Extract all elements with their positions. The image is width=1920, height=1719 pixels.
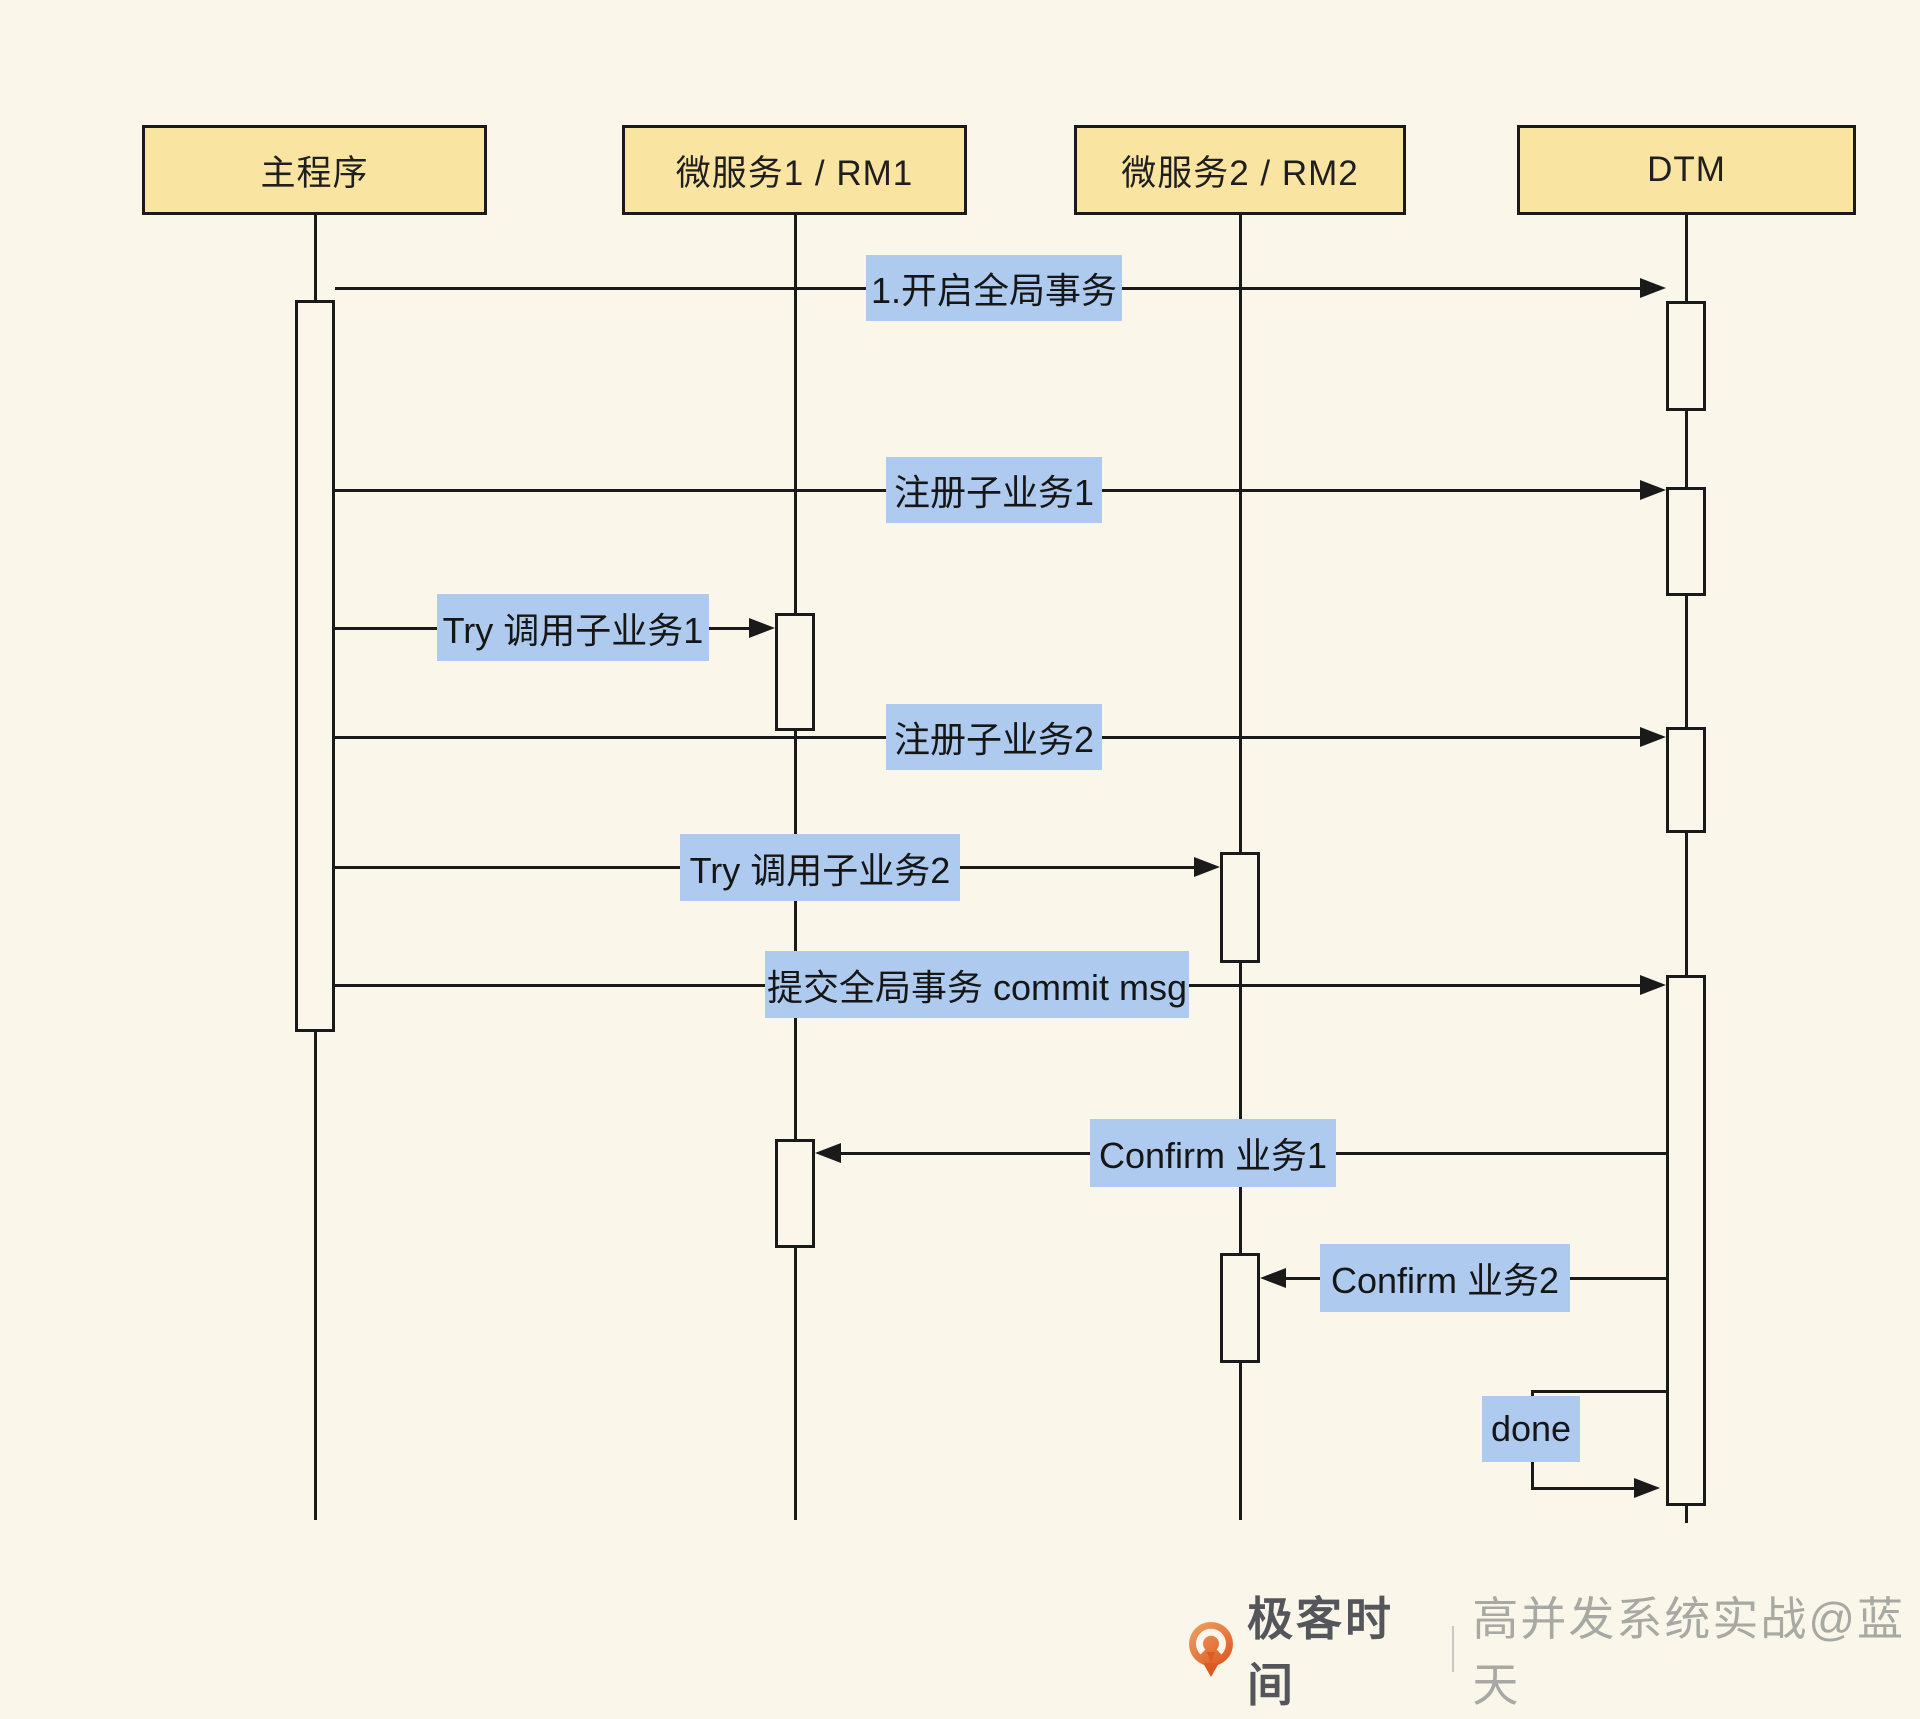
lifeline-dtm [1685, 215, 1688, 1523]
footer-brand: 极客时间 [1247, 1593, 1394, 1711]
activation-microservice2-confirm [1220, 1253, 1260, 1363]
participant-microservice2-label: 微服务2 / RM2 [1121, 153, 1359, 193]
participant-microservice2: 微服务2 / RM2 [1074, 125, 1406, 215]
message-3-label: Try 调用子业务1 [437, 594, 709, 661]
activation-microservice1-confirm [775, 1139, 815, 1248]
participant-main-program-label: 主程序 [260, 153, 369, 193]
message-1-arrowhead-icon [1640, 278, 1666, 298]
message-7-text: Confirm 业务1 [1098, 1135, 1328, 1176]
activation-dtm-3 [1666, 727, 1706, 833]
participant-dtm-label: DTM [1647, 150, 1726, 189]
activation-microservice1-try [775, 613, 815, 731]
message-3-arrowhead-icon [749, 618, 775, 638]
done-loop-arrowhead-icon [1634, 1478, 1660, 1498]
activation-microservice2-try [1220, 852, 1260, 963]
message-8-text: Confirm 业务2 [1330, 1260, 1560, 1301]
done-loop-top-line [1531, 1390, 1666, 1393]
message-2-arrowhead-icon [1640, 480, 1666, 500]
message-4-arrowhead-icon [1640, 727, 1666, 747]
participant-microservice1-label: 微服务1 / RM1 [675, 153, 914, 193]
message-6-text: 提交全局事务 commit msg [766, 966, 1187, 1008]
message-8-arrowhead-icon [1260, 1268, 1286, 1288]
activation-dtm-commit [1666, 975, 1706, 1506]
done-loop-bottom-line [1531, 1487, 1634, 1490]
message-8-label: Confirm 业务2 [1320, 1244, 1570, 1312]
message-5-text: Try 调用子业务2 [689, 849, 951, 891]
participant-dtm: DTM [1517, 125, 1856, 215]
activation-dtm-2 [1666, 487, 1706, 596]
message-9-label: done [1482, 1396, 1580, 1462]
message-6-label: 提交全局事务 commit msg [765, 951, 1189, 1018]
footer-divider [1451, 1626, 1455, 1672]
message-2-text: 注册子业务1 [893, 472, 1095, 513]
participant-microservice1: 微服务1 / RM1 [622, 125, 967, 215]
message-2-label: 注册子业务1 [886, 457, 1102, 523]
message-9-text: done [1490, 1408, 1572, 1449]
message-1-label: 1.开启全局事务 [866, 255, 1122, 321]
activation-dtm-1 [1666, 301, 1706, 411]
message-5-label: Try 调用子业务2 [680, 834, 960, 901]
activation-main-program [295, 300, 335, 1032]
message-3-text: Try 调用子业务1 [442, 609, 704, 651]
message-4-label: 注册子业务2 [886, 704, 1102, 770]
participant-main-program: 主程序 [142, 125, 487, 215]
message-7-arrowhead-icon [815, 1143, 841, 1163]
geek-time-logo-icon [1185, 1619, 1237, 1679]
message-7-label: Confirm 业务1 [1090, 1119, 1336, 1187]
message-1-text: 1.开启全局事务 [870, 270, 1118, 311]
message-4-text: 注册子业务2 [893, 719, 1095, 760]
footer-credit: 高并发系统实战@蓝天 [1472, 1593, 1906, 1711]
message-5-arrowhead-icon [1194, 857, 1220, 877]
message-6-arrowhead-icon [1640, 975, 1666, 995]
footer-watermark: 极客时间 高并发系统实战@蓝天 [1185, 1593, 1920, 1711]
